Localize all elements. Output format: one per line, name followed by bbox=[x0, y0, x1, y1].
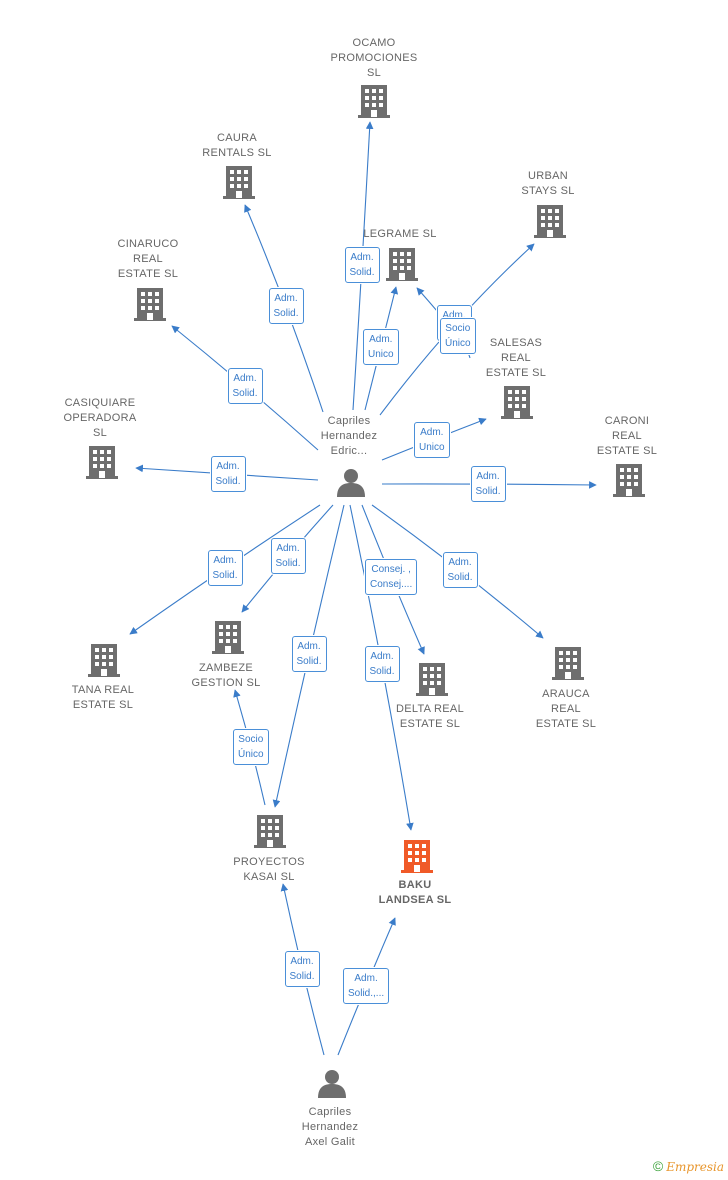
person-icon-edric[interactable] bbox=[337, 469, 365, 497]
building-icon-legrame[interactable] bbox=[386, 248, 418, 281]
node-label-edric[interactable]: Capriles Hernandez Edric... bbox=[320, 415, 378, 457]
building-icon-ocamo[interactable] bbox=[358, 85, 390, 118]
node-label-casiquiare[interactable]: CASIQUIARE OPERADORA SL bbox=[63, 397, 137, 439]
edge-label-edric-to-ocamo[interactable]: Adm. Solid. bbox=[344, 247, 380, 283]
node-label-cinaruco[interactable]: CINARUCO REAL ESTATE SL bbox=[117, 238, 179, 280]
edge-label-edric-to-casiquiare[interactable]: Adm. Solid. bbox=[210, 456, 246, 492]
node-label-urban[interactable]: URBAN STAYS SL bbox=[521, 170, 575, 197]
building-icon-delta[interactable] bbox=[416, 663, 448, 696]
node-label-baku[interactable]: BAKU LANDSEA SL bbox=[378, 879, 452, 906]
edge-label-edric-to-salesas[interactable]: Adm. Unico bbox=[414, 422, 450, 458]
edge-label-kasai-to-zambeze[interactable]: Socio Único bbox=[233, 729, 269, 765]
building-icon-caroni[interactable] bbox=[613, 464, 645, 497]
building-icon-urban[interactable] bbox=[534, 205, 566, 238]
building-icon-baku[interactable] bbox=[401, 840, 433, 873]
edge-label-salesas-to-legrame[interactable]: Socio Único bbox=[440, 318, 476, 354]
edge-label-edric-to-baku[interactable]: Adm. Solid. bbox=[364, 646, 400, 682]
edge-label-axel-to-baku[interactable]: Adm. Solid.,... bbox=[343, 968, 390, 1004]
building-icon-casiquiare[interactable] bbox=[86, 446, 118, 479]
footer-brand[interactable]: ©Empresia bbox=[653, 1158, 724, 1174]
edge-label-edric-to-zambeze[interactable]: Adm. Solid. bbox=[270, 538, 306, 574]
building-icon-cinaruco[interactable] bbox=[134, 288, 166, 321]
building-icon-caura[interactable] bbox=[223, 166, 255, 199]
node-label-delta[interactable]: DELTA REAL ESTATE SL bbox=[395, 703, 464, 730]
node-label-arauca[interactable]: ARAUCA REAL ESTATE SL bbox=[535, 688, 597, 730]
edge-label-edric-to-legrame[interactable]: Adm. Unico bbox=[363, 329, 399, 365]
edge-label-edric-to-caura[interactable]: Adm. Solid. bbox=[268, 288, 304, 324]
copyright-icon: © bbox=[652, 1158, 664, 1174]
node-label-caroni[interactable]: CARONI REAL ESTATE SL bbox=[596, 415, 658, 457]
building-icon-kasai[interactable] bbox=[254, 815, 286, 848]
edge-label-axel-to-kasai[interactable]: Adm. Solid. bbox=[284, 951, 320, 987]
person-icon-axel[interactable] bbox=[318, 1070, 346, 1098]
building-icon-arauca[interactable] bbox=[552, 647, 584, 680]
node-label-caura[interactable]: CAURA RENTALS SL bbox=[202, 132, 272, 159]
building-icon-tana[interactable] bbox=[88, 644, 120, 677]
edge-label-edric-to-delta[interactable]: Consej. , Consej.... bbox=[365, 559, 418, 595]
edge-label-edric-to-cinaruco[interactable]: Adm. Solid. bbox=[227, 368, 263, 404]
node-label-axel[interactable]: Capriles Hernandez Axel Galit bbox=[301, 1106, 359, 1148]
edge-label-edric-to-tana[interactable]: Adm. Solid. bbox=[207, 550, 243, 586]
node-label-tana[interactable]: TANA REAL ESTATE SL bbox=[71, 684, 135, 711]
node-label-ocamo[interactable]: OCAMO PROMOCIONES SL bbox=[330, 37, 418, 79]
edge-label-edric-to-caroni[interactable]: Adm. Solid. bbox=[470, 466, 506, 502]
brand-logo: Empresia bbox=[666, 1160, 724, 1174]
building-icon-salesas[interactable] bbox=[501, 386, 533, 419]
node-label-salesas[interactable]: SALESAS REAL ESTATE SL bbox=[485, 337, 547, 379]
node-label-kasai[interactable]: PROYECTOS KASAI SL bbox=[233, 856, 305, 883]
edge-label-edric-to-arauca[interactable]: Adm. Solid. bbox=[442, 552, 478, 588]
node-label-legrame[interactable]: LEGRAME SL bbox=[363, 228, 437, 240]
building-icon-zambeze[interactable] bbox=[212, 621, 244, 654]
edge-label-edric-to-kasai[interactable]: Adm. Solid. bbox=[291, 636, 327, 672]
node-label-zambeze[interactable]: ZAMBEZE GESTION SL bbox=[191, 662, 261, 689]
